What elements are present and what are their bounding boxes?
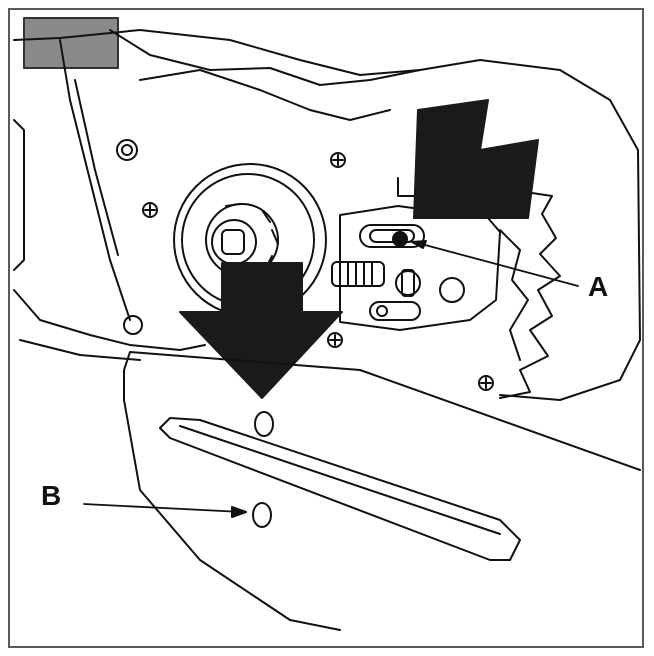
tension-screw-thread bbox=[339, 261, 373, 287]
housing-left-panel-inner bbox=[74, 79, 119, 256]
arrow-to-pin bbox=[413, 99, 539, 219]
housing-hole-lower bbox=[123, 315, 143, 335]
housing-left-panel bbox=[59, 39, 131, 321]
housing-lower-panel bbox=[19, 339, 141, 361]
guide-bar-outline bbox=[123, 351, 641, 631]
housing-top-rib bbox=[109, 29, 421, 86]
adjuster-slot-inner bbox=[369, 229, 415, 243]
sprocket-center bbox=[221, 229, 245, 255]
callout-b: B bbox=[41, 480, 62, 511]
guide-bar-groove bbox=[159, 417, 521, 561]
leader-line-a bbox=[413, 241, 579, 287]
screw-top bbox=[330, 152, 346, 168]
bar-hole-top bbox=[254, 411, 274, 437]
left-edge-detail bbox=[13, 119, 25, 271]
bar-stud bbox=[395, 270, 421, 296]
leader-arrowhead-b bbox=[231, 506, 247, 518]
housing-outline bbox=[13, 29, 641, 401]
bar-stud-cap bbox=[401, 269, 415, 297]
oil-port bbox=[369, 301, 421, 321]
plate-guide-left bbox=[397, 177, 415, 197]
screw-left bbox=[142, 202, 158, 218]
leader-line-b bbox=[83, 503, 243, 513]
screw-lower bbox=[327, 332, 343, 348]
tension-screw bbox=[331, 261, 385, 287]
sprocket-hub bbox=[211, 219, 257, 265]
housing-mid-panel bbox=[139, 69, 391, 121]
guide-bar-groove-inner bbox=[179, 425, 501, 535]
arrow-to-bar bbox=[179, 262, 343, 399]
housing-hole-upper-inner bbox=[121, 144, 133, 156]
housing-lower-left bbox=[13, 289, 206, 351]
leader-arrowhead-a bbox=[411, 240, 427, 249]
oil-port-hole bbox=[376, 305, 388, 317]
spike-bumper-inner bbox=[499, 229, 529, 361]
sprocket-teeth bbox=[225, 203, 279, 269]
adjuster-slot bbox=[359, 224, 425, 248]
housing-hole-upper bbox=[116, 139, 138, 161]
corner-tag bbox=[23, 17, 119, 69]
callout-a: A bbox=[588, 271, 609, 302]
bar-hole-bottom bbox=[252, 502, 272, 528]
tension-pin bbox=[392, 231, 408, 247]
screw-right bbox=[478, 375, 494, 391]
guide-pin bbox=[439, 277, 465, 303]
spike-bumper bbox=[499, 189, 561, 399]
